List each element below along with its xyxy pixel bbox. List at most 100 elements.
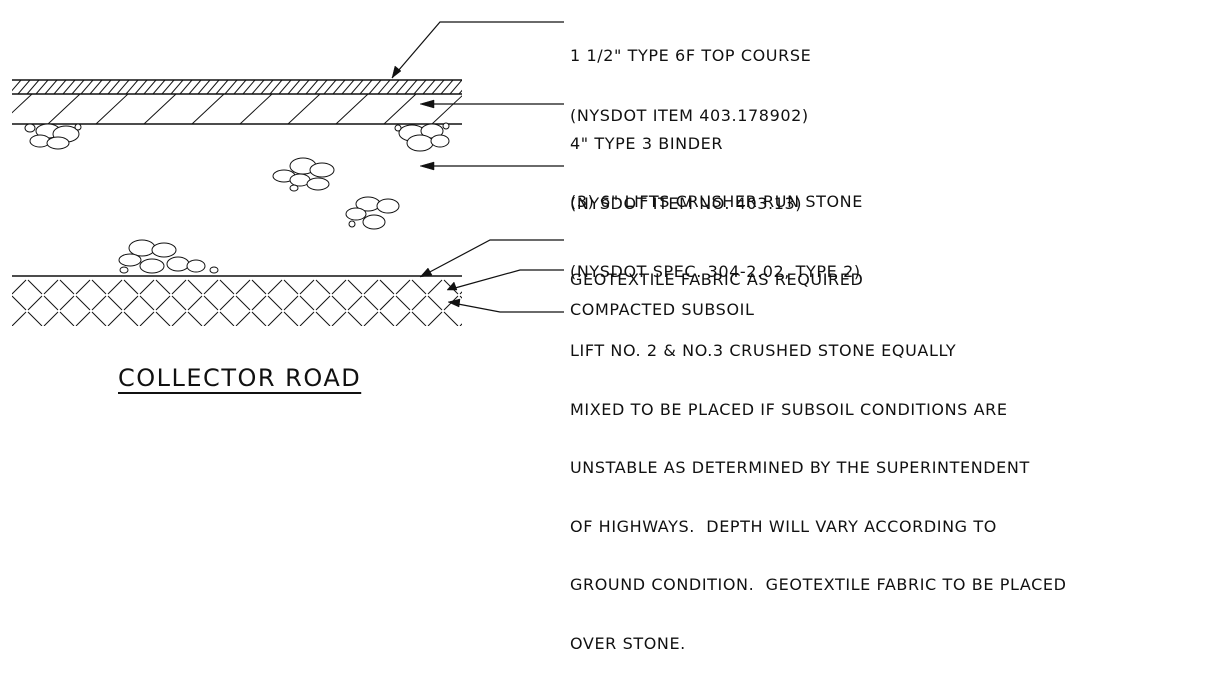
subsoil-hatch-line [140, 312, 154, 326]
top-course-hatch-line [306, 80, 318, 94]
subsoil-hatch-line [156, 280, 170, 294]
geotextile-line-1: GEOTEXTILE FABRIC AS REQUIRED [570, 270, 864, 289]
subsoil-hatch-line [252, 312, 266, 326]
binder-hatch-line [336, 94, 368, 124]
subsoil-hatch-line [156, 312, 170, 326]
subsoil-hatch-line [236, 312, 250, 326]
subsoil-hatch-line [140, 280, 154, 294]
binder-hatch-line [144, 94, 176, 124]
top-course-label: 1 1/2" TYPE 6F TOP COURSE (NYSDOT ITEM 4… [570, 6, 811, 146]
subsoil-hatch-line [12, 280, 26, 294]
top-course-hatch-line [27, 80, 39, 94]
lift-note-line-1: LIFT NO. 2 & NO.3 CRUSHED STONE EQUALLY [570, 341, 957, 360]
lift-note-line-4: OF HIGHWAYS. DEPTH WILL VARY ACCORDING T… [570, 516, 997, 536]
subsoil-hatch-line [268, 312, 282, 326]
subsoil-hatch-line [92, 280, 106, 294]
subsoil-hatch-line [156, 296, 170, 310]
subsoil-hatch-line [300, 312, 314, 326]
top-course-hatch-line [171, 80, 183, 94]
stone-particle [187, 260, 205, 272]
subsoil-hatch-line [284, 296, 298, 310]
binder-hatch-line [96, 94, 128, 124]
top-course-hatch-line [261, 80, 273, 94]
top-course-hatch-line [414, 80, 426, 94]
stone-particle [307, 178, 329, 190]
subsoil-hatch-line [300, 296, 314, 310]
stone-line-1: (3) 6" LIFTS CRUSHER RUN STONE [570, 192, 863, 211]
stone-particle [395, 125, 401, 131]
subsoil-hatch-line [316, 296, 330, 310]
subsoil-hatch-line [108, 312, 122, 326]
subsoil-hatch-line [124, 296, 138, 310]
subsoil-hatch-line [412, 296, 426, 310]
top-course-hatch-line [153, 80, 165, 94]
subsoil-hatch-line [428, 296, 442, 310]
binder-label: 4" TYPE 3 BINDER (NYSDOT ITEM NO. 403.13… [570, 94, 802, 234]
subsoil-hatch-line [380, 312, 394, 326]
subsoil-hatch-line [460, 296, 474, 310]
top-course-hatch-line [441, 80, 453, 94]
subsoil-hatch-line [172, 296, 186, 310]
drawing-title: COLLECTOR ROAD [118, 364, 362, 392]
subsoil-hatch-line [188, 312, 202, 326]
top-course-hatch-line [252, 80, 264, 94]
stone-aggregate [25, 123, 449, 273]
subsoil-hatch-line [460, 312, 474, 326]
subsoil-hatch-line [332, 312, 346, 326]
stone-particle [25, 124, 35, 132]
subsoil-hatch-line [124, 312, 138, 326]
stone-particle [346, 208, 366, 220]
top-course-hatch-line [369, 80, 381, 94]
stone-particle [75, 124, 81, 130]
subsoil-hatch-line [124, 280, 138, 294]
top-course-hatch-line [270, 80, 282, 94]
subsoil-hatch-line [316, 280, 330, 294]
subsoil-hatch-line [268, 296, 282, 310]
stone-label: (3) 6" LIFTS CRUSHER RUN STONE (NYSDOT S… [570, 152, 863, 302]
binder-hatch-line [384, 94, 416, 124]
top-course-hatch [0, 80, 489, 94]
stone-particle [349, 221, 355, 227]
binder-hatch-line [432, 94, 464, 124]
subsoil-hatch-line [364, 312, 378, 326]
subsoil-hatch-line [412, 312, 426, 326]
subsoil-hatch-line [76, 280, 90, 294]
leader-lines [392, 22, 564, 312]
subsoil-hatch-line [220, 296, 234, 310]
top-course-hatch-line [324, 80, 336, 94]
stone-particle [140, 259, 164, 273]
top-course-hatch-line [405, 80, 417, 94]
top-course-hatch-line [432, 80, 444, 94]
subsoil-hatch-line [44, 296, 58, 310]
subsoil-hatch-line [60, 280, 74, 294]
top-course-hatch-line [135, 80, 147, 94]
binder-hatch-line [48, 94, 80, 124]
subsoil-hatch-line [380, 296, 394, 310]
binder-hatch-line [480, 94, 512, 124]
subsoil-hatch-line [412, 280, 426, 294]
subsoil-hatch-line [220, 280, 234, 294]
subsoil-hatch [0, 280, 506, 326]
subsoil-hatch-line [0, 312, 10, 326]
binder-hatch-line [192, 94, 224, 124]
lift-note-line-6: OVER STONE. [570, 633, 686, 653]
pavement-section-drawing [0, 0, 1228, 442]
top-course-hatch-line [18, 80, 30, 94]
stone-particle [167, 257, 189, 271]
subsoil-hatch-line [172, 280, 186, 294]
top-course-hatch-line [477, 80, 489, 94]
subsoil-hatch-line [364, 296, 378, 310]
binder-line-2: (NYSDOT ITEM NO. 403.13) [570, 194, 803, 213]
subsoil-hatch-line [460, 280, 474, 294]
top-course-hatch-line [45, 80, 57, 94]
top-course-hatch-line [297, 80, 309, 94]
subsoil-hatch-line [28, 312, 42, 326]
top-course-hatch-line [333, 80, 345, 94]
stone-particle [290, 185, 298, 191]
binder-hatch-line [240, 94, 272, 124]
subsoil-line-1: COMPACTED SUBSOIL [570, 300, 755, 319]
subsoil-hatch-line [444, 312, 458, 326]
binder-hatch [0, 94, 512, 124]
top-course-line-2: (NYSDOT ITEM 403.178902) [570, 106, 809, 125]
top-course-hatch-line [144, 80, 156, 94]
